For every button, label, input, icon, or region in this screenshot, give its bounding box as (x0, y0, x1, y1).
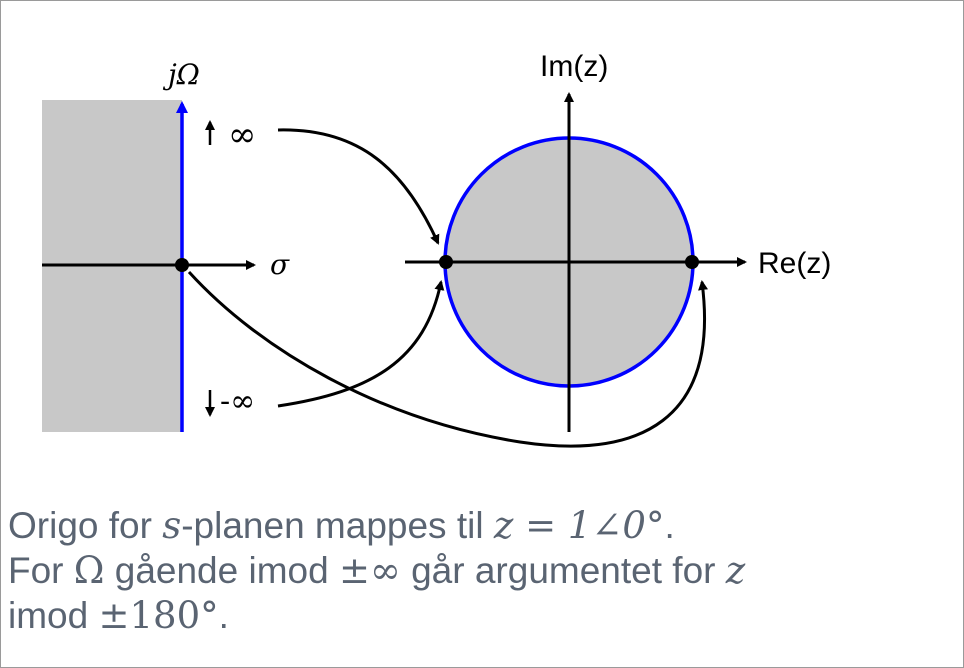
math-plus-minus-infinity: ±∞ (338, 549, 401, 592)
mapping-curve-plus-infinity (277, 128, 440, 245)
minus-infinity-label: -∞ (220, 384, 255, 419)
caption-text: gående imod (104, 550, 339, 591)
caption-text: . (664, 505, 675, 546)
z-plus-one-point (685, 255, 699, 269)
caption-text: -planen mappes til (181, 505, 494, 546)
math-z: z (725, 549, 746, 592)
caption-line-3: imod ±180°. (8, 593, 958, 638)
math-plus-minus-180: ±180° (98, 594, 219, 637)
s-plane-origin-point (175, 258, 189, 272)
caption-text: imod (8, 595, 99, 636)
caption-line-2: For Ω gående imod ±∞ går argumentet for … (8, 548, 958, 593)
math-s: s (162, 504, 182, 547)
caption-line-1: Origo for s-planen mappes til z = 1∠0°. (8, 503, 958, 548)
mapping-curve-minus-infinity (277, 280, 445, 408)
math-omega: Ω (73, 549, 105, 592)
imaginary-axis-label: Im(z) (540, 50, 608, 83)
math-equation: z = 1∠0° (493, 504, 665, 547)
mapping-curve-origin (187, 270, 708, 448)
caption-text: For (8, 550, 74, 591)
sigma-axis-label: σ (270, 248, 290, 281)
caption-text: går argumentet for (400, 550, 726, 591)
caption-text: . (218, 595, 229, 636)
real-axis-label: Re(z) (758, 247, 831, 280)
s-to-z-mapping-diagram: jΩ σ ∞ -∞ Im(z) Re(z) (42, 50, 831, 448)
plus-infinity-label: ∞ (228, 115, 256, 155)
caption: Origo for s-planen mappes til z = 1∠0°. … (8, 503, 958, 638)
z-minus-one-point (439, 255, 453, 269)
caption-text: Origo for (8, 505, 163, 546)
jomega-axis-label: jΩ (162, 58, 200, 91)
